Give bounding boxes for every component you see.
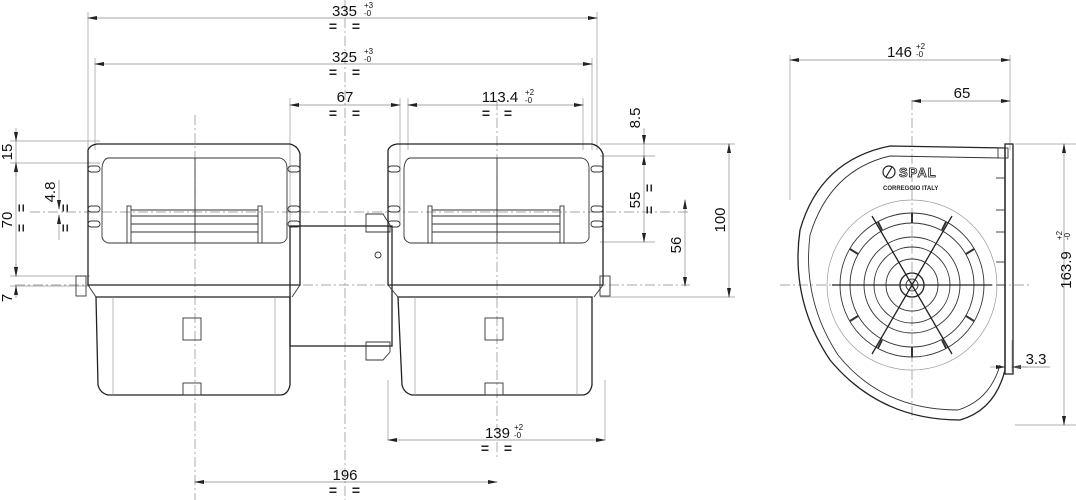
dim-outlet-height: 55 [627,192,644,209]
symmetry-mark: = [13,224,29,232]
motor [289,213,393,361]
right-blower-housing [387,143,611,396]
tol-plus: +3 [364,1,374,10]
dim-housing-width: 139 [485,425,510,442]
brand-subtitle: CORREGGIO ITALY [883,186,938,192]
symmetry-mark: = [481,440,489,456]
dim-bottom-offset: 7 [0,294,16,302]
dim-total-height: 100 [712,207,729,232]
symmetry-mark: = [13,204,29,212]
inlet-grille [826,199,998,371]
symmetry-mark: = [504,105,512,121]
symmetry-mark: = [329,18,337,34]
tol-minus: -0 [514,431,522,440]
dim-side-width: 146 [887,44,912,61]
dim-slot-width: 4.8 [42,182,59,203]
tol-minus: -0 [364,55,372,64]
symmetry-mark: = [641,184,657,192]
dim-side-height: 163.9 [1058,251,1075,289]
symmetry-mark: = [57,224,73,232]
symmetry-mark: = [482,105,490,121]
tol-minus: -0 [525,96,533,105]
front-view: 335 +3 -0 = = 325 +3 -0 = = 67 = = 113.4… [0,0,735,500]
symmetry-mark: = [329,64,337,80]
tol-minus: -0 [916,50,924,59]
tol-plus: +2 [514,423,524,432]
dim-axis-height: 56 [668,237,685,254]
dim-slot-spacing: 70 [0,212,16,229]
dim-axis-offset: 65 [954,85,971,102]
symmetry-mark: = [641,206,657,214]
tol-minus: -0 [1063,232,1072,240]
tol-plus: +2 [916,42,926,51]
dim-overall-length: 335 [332,3,357,20]
tol-plus: +2 [525,88,535,97]
symmetry-mark: = [352,482,360,498]
spal-logo: SPAL CORREGGIO ITALY [882,165,938,192]
symmetry-mark: = [329,105,337,121]
dim-motor-width: 67 [337,89,354,106]
tol-plus: +2 [1055,230,1064,240]
side-view: 146 +2 -0 65 163.9 +2 -0 3.3 SPAL CORREG… [780,42,1076,426]
symmetry-mark: = [352,18,360,34]
scroll-housing [797,145,1006,421]
symmetry-mark: = [352,105,360,121]
mounting-flange [1004,143,1014,375]
dim-body-length: 325 [332,49,357,66]
dim-outlet-width: 113.4 [482,89,518,106]
dim-housing-centers: 196 [332,467,357,484]
symmetry-mark: = [504,440,512,456]
dim-top-flange: 15 [0,144,16,161]
symmetry-mark: = [352,64,360,80]
spal-logo-icon [882,165,896,179]
symmetry-mark: = [57,204,73,212]
dim-top-offset: 8.5 [627,108,644,129]
left-blower-housing [75,143,301,396]
dim-flange-thickness: 3.3 [1026,351,1047,368]
tol-plus: +3 [364,47,374,56]
brand-name: SPAL [899,165,937,180]
symmetry-mark: = [329,482,337,498]
tol-minus: -0 [364,9,372,18]
